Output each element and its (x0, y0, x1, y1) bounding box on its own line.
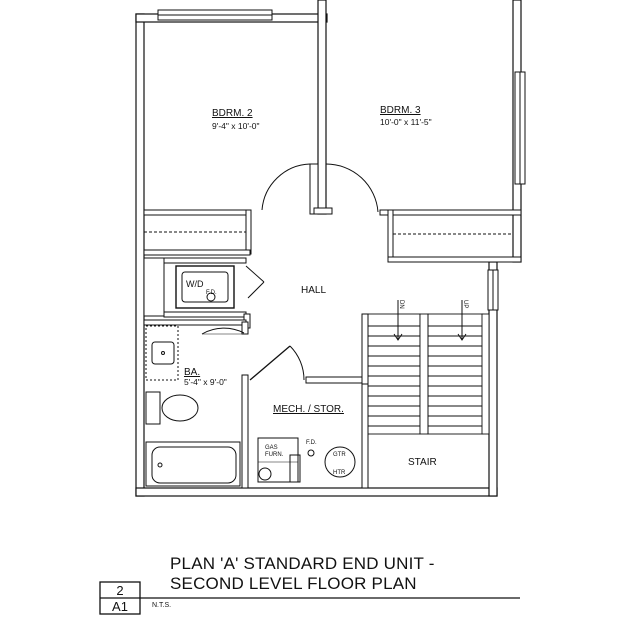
hall-label: HALL (301, 285, 327, 296)
bath-label: BA. (184, 367, 201, 378)
drawing-title-line1: PLAN 'A' STANDARD END UNIT - (170, 554, 435, 573)
stair-label: STAIR (408, 457, 437, 468)
drawing-title-line2: SECOND LEVEL FLOOR PLAN (170, 574, 417, 593)
washer-dryer (175, 265, 235, 309)
stair-up-label: UP (462, 300, 468, 309)
scale-note: N.T.S. (152, 602, 172, 609)
stair-down-label: DN (398, 300, 404, 309)
water-heater-label-2: HTR (333, 470, 346, 476)
mech-equipment (257, 437, 356, 483)
mech-floor-drain-label: F.D. (306, 440, 317, 446)
bath-size: 5'-4" x 9'-0" (184, 377, 227, 387)
stair-run-right (427, 313, 490, 435)
exterior-walls (135, 0, 522, 497)
windows (157, 9, 526, 311)
bedroom-doors (261, 163, 379, 213)
bdrm3-label: BDRM. 3 (380, 105, 421, 116)
bath-mech-doors (201, 327, 305, 381)
bdrm2-label: BDRM. 2 (212, 108, 253, 119)
wd-label: W/D (186, 279, 204, 289)
sheet-number: 2 (116, 583, 124, 598)
gas-furnace-label-1: GAS (265, 445, 278, 451)
stair-direction-arrows (393, 300, 467, 341)
bdrm2-size: 9'-4" x 10'-0" (212, 121, 260, 131)
gas-furnace-label-2: FURN. (265, 452, 284, 458)
water-heater-label-1: GTR (333, 452, 346, 458)
interior-walls (143, 257, 369, 489)
laundry-doors (245, 265, 265, 299)
bedroom-closets (143, 163, 522, 263)
title-block-lines (99, 581, 520, 615)
bdrm3-size: 10'-0" x 11'-5" (380, 117, 432, 127)
wd-floor-drain-label: F.D. (206, 290, 217, 296)
sheet-reference: A1 (112, 599, 128, 614)
bath-fixtures (145, 325, 241, 487)
mech-label: MECH. / STOR. (273, 404, 344, 415)
